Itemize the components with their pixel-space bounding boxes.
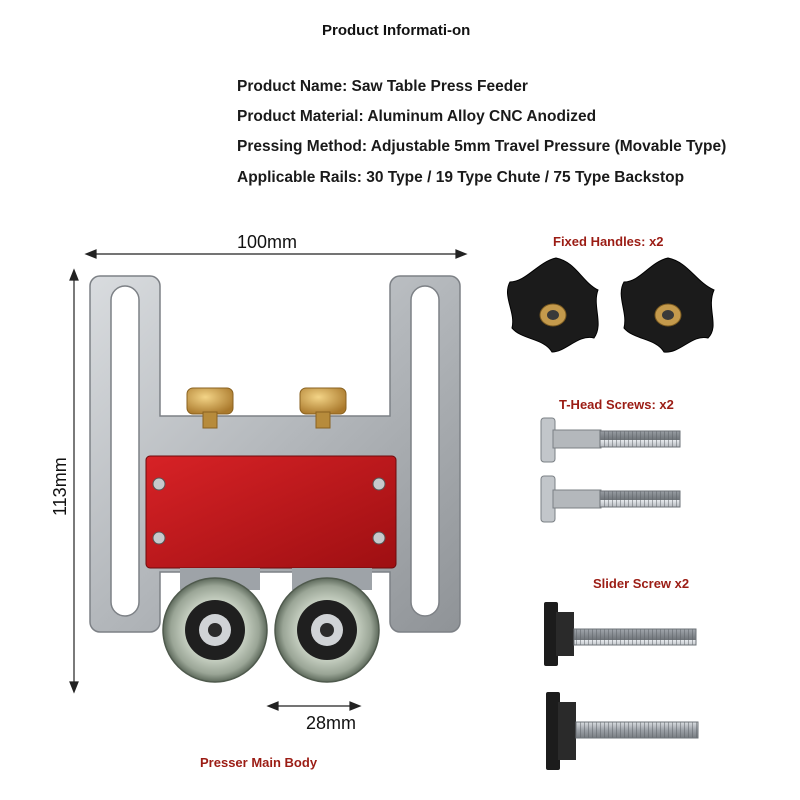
width-dimension-line (84, 249, 468, 259)
width-dimension-label: 100mm (237, 232, 298, 252)
caption-main-body: Presser Main Body (200, 755, 318, 770)
slider-screw-bottom (546, 692, 699, 770)
spec-product-name: Product Name: Saw Table Press Feeder (237, 78, 528, 95)
height-dimension-label: 113mm (50, 457, 70, 516)
roller-wheel-left (162, 568, 268, 683)
caption-t-head-screws: T-Head Screws: x2 (559, 397, 674, 412)
slider-screw-top (544, 602, 697, 666)
wheel-gap-dimension-line (266, 701, 362, 711)
caption-slider-screws: Slider Screw x2 (593, 576, 690, 591)
spec-product-material: Product Material: Aluminum Alloy CNC Ano… (237, 108, 597, 125)
roller-wheel-right (274, 568, 380, 683)
brass-knob-left (186, 387, 234, 429)
page-title: Product Informati-on (322, 22, 471, 39)
star-knob-handle-right (620, 257, 715, 353)
wheel-gap-dimension-label: 28mm (306, 713, 357, 733)
spec-pressing-method: Pressing Method: Adjustable 5mm Travel P… (237, 138, 727, 155)
brass-knob-right (299, 387, 347, 429)
t-head-screw-bottom (540, 475, 681, 523)
height-dimension-line (69, 268, 79, 694)
presser-main-body (89, 275, 461, 683)
t-head-screw-top (540, 417, 681, 463)
star-knob-handle-left (507, 257, 599, 353)
spec-applicable-rails: Applicable Rails: 30 Type / 19 Type Chut… (237, 169, 685, 186)
caption-fixed-handles: Fixed Handles: x2 (553, 234, 664, 249)
